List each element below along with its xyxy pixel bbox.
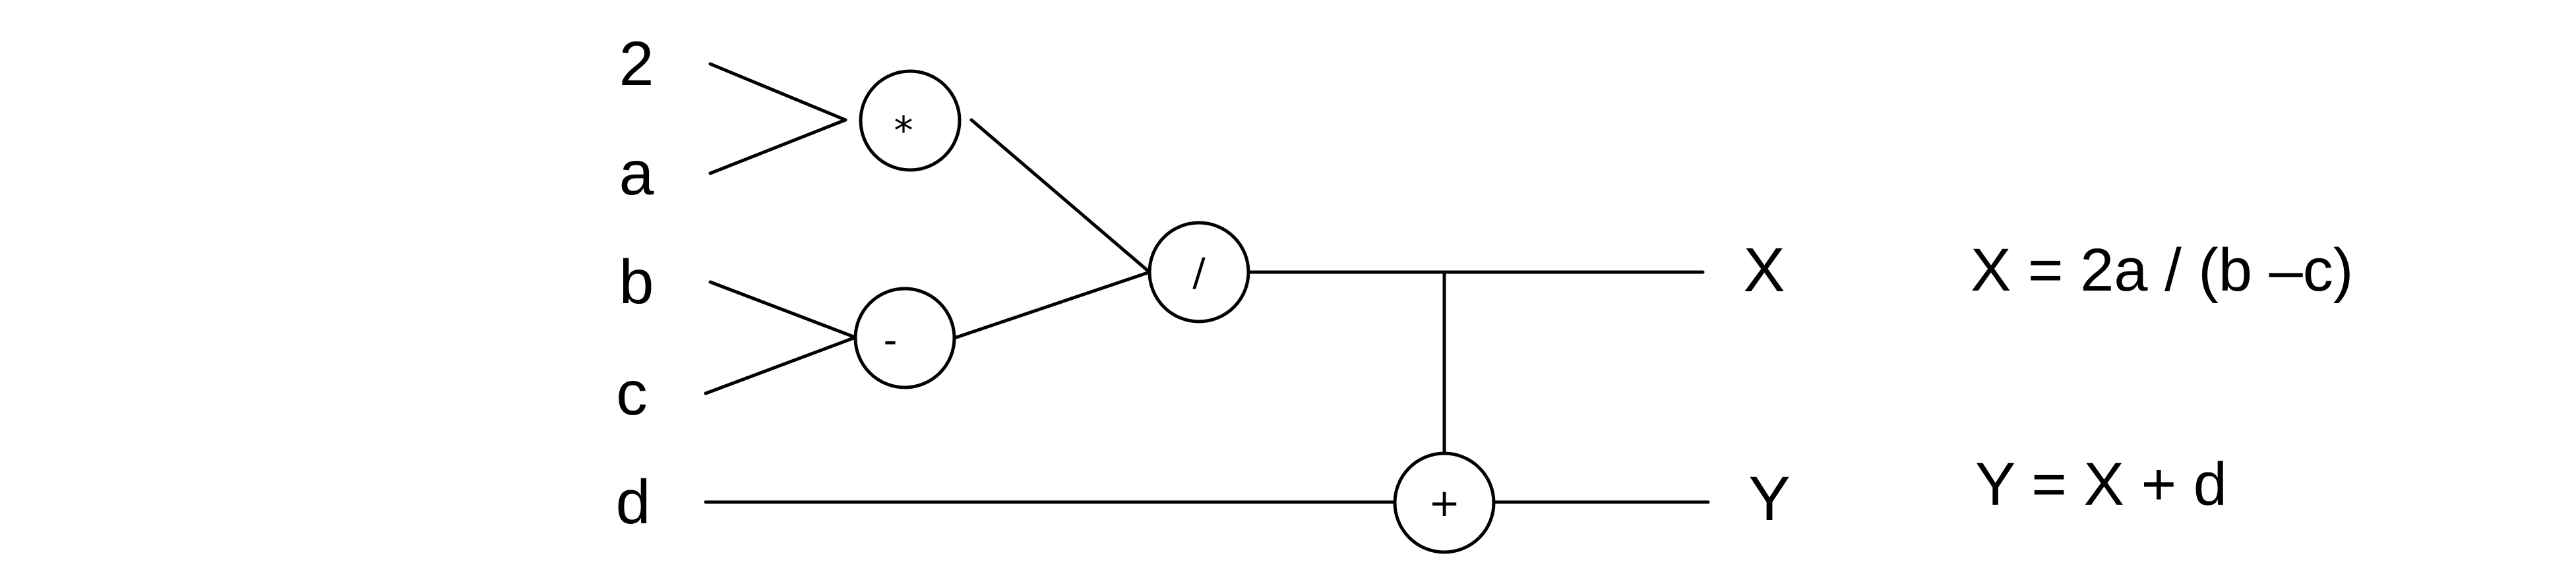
output-label-x: X bbox=[1743, 235, 1785, 305]
add-symbol: + bbox=[1428, 480, 1461, 525]
input-label-d: d bbox=[616, 467, 651, 537]
subtract-symbol: - bbox=[884, 318, 898, 362]
input-label-a: a bbox=[619, 138, 654, 208]
equation-x: X = 2a / (b –c) bbox=[1971, 237, 2353, 304]
multiply-symbol: * bbox=[894, 108, 913, 153]
input-label-c: c bbox=[616, 358, 648, 428]
input-label-2: 2 bbox=[619, 29, 654, 99]
multiply-node: * bbox=[859, 69, 962, 172]
wire-2-to-multiply bbox=[708, 62, 847, 122]
wire-b-to-subtract bbox=[708, 280, 857, 339]
subtract-node: - bbox=[853, 287, 956, 389]
output-label-y: Y bbox=[1748, 464, 1790, 534]
add-node: + bbox=[1393, 451, 1496, 554]
wire-subtract-to-divide bbox=[954, 270, 1151, 339]
divide-node: / bbox=[1148, 221, 1250, 324]
wire-c-to-subtract bbox=[704, 335, 857, 395]
wire-multiply-to-divide bbox=[969, 118, 1151, 274]
wire-a-to-multiply bbox=[708, 118, 847, 175]
divide-symbol: / bbox=[1192, 250, 1206, 295]
input-label-b: b bbox=[619, 247, 654, 317]
equation-y: Y = X + d bbox=[1975, 451, 2227, 518]
